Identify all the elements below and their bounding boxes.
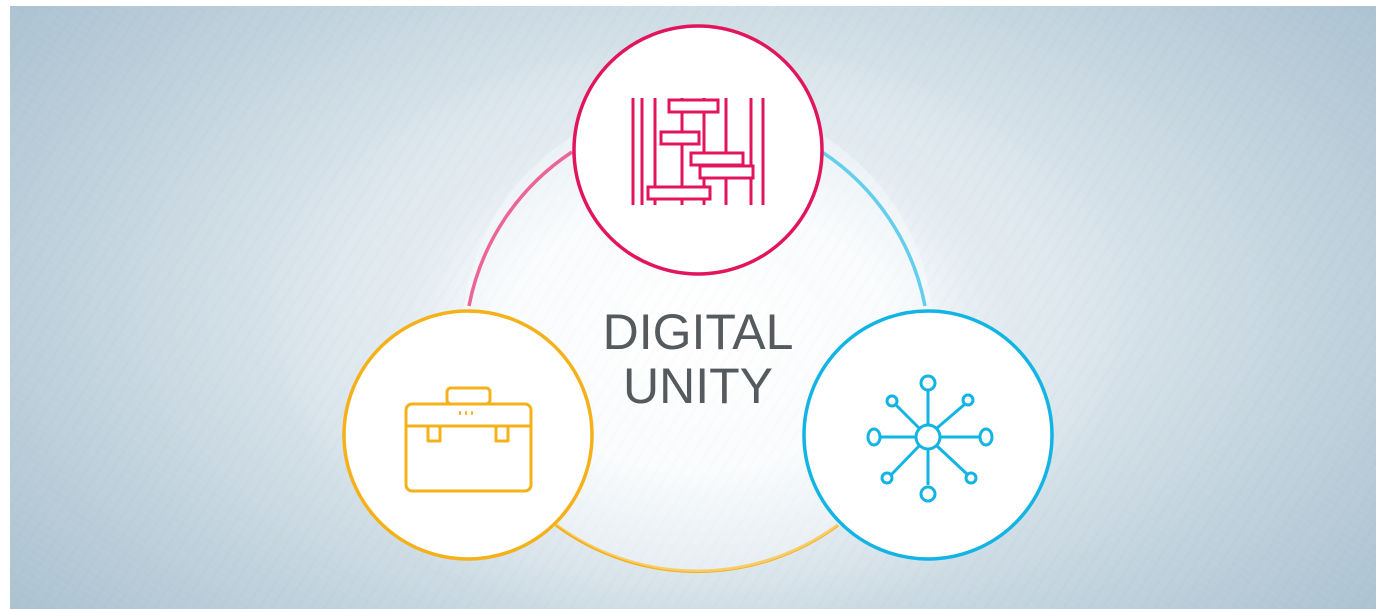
digital-unity-diagram: DIGITAL UNITY <box>342 24 1054 574</box>
node-left <box>342 309 594 561</box>
arc-cyan <box>821 150 927 307</box>
diagram-canvas: DIGITAL UNITY <box>10 6 1376 609</box>
title-line-2: UNITY <box>623 358 773 414</box>
gantt-chart-icon <box>631 98 765 205</box>
node-left-circle <box>342 309 594 561</box>
node-top <box>572 24 824 276</box>
arc-amber <box>554 523 840 574</box>
node-right <box>802 309 1054 561</box>
arc-magenta <box>467 150 573 307</box>
node-top-circle <box>572 24 824 276</box>
briefcase-icon <box>404 386 533 493</box>
title-line-1: DIGITAL <box>603 304 794 360</box>
network-hub-icon <box>866 374 994 503</box>
